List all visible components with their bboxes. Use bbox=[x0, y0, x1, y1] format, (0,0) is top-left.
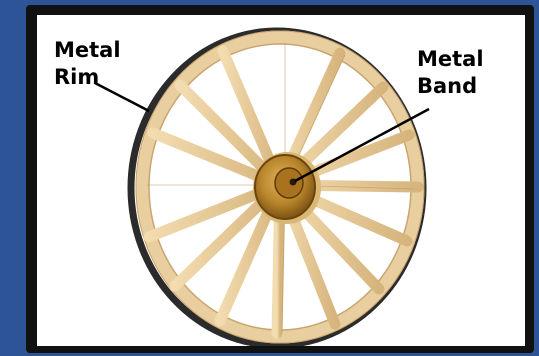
metal-band-label-line1: Metal bbox=[417, 46, 484, 73]
metal-rim-label-line1: Metal bbox=[54, 37, 121, 64]
diagram-panel: Metal Rim Metal Band bbox=[37, 15, 525, 346]
metal-band-label-line2: Band bbox=[417, 73, 484, 100]
metal-rim-label-line2: Rim bbox=[54, 64, 121, 91]
metal-band-label: Metal Band bbox=[417, 46, 484, 100]
hub-cap bbox=[275, 168, 303, 198]
metal-rim-label: Metal Rim bbox=[54, 37, 121, 91]
